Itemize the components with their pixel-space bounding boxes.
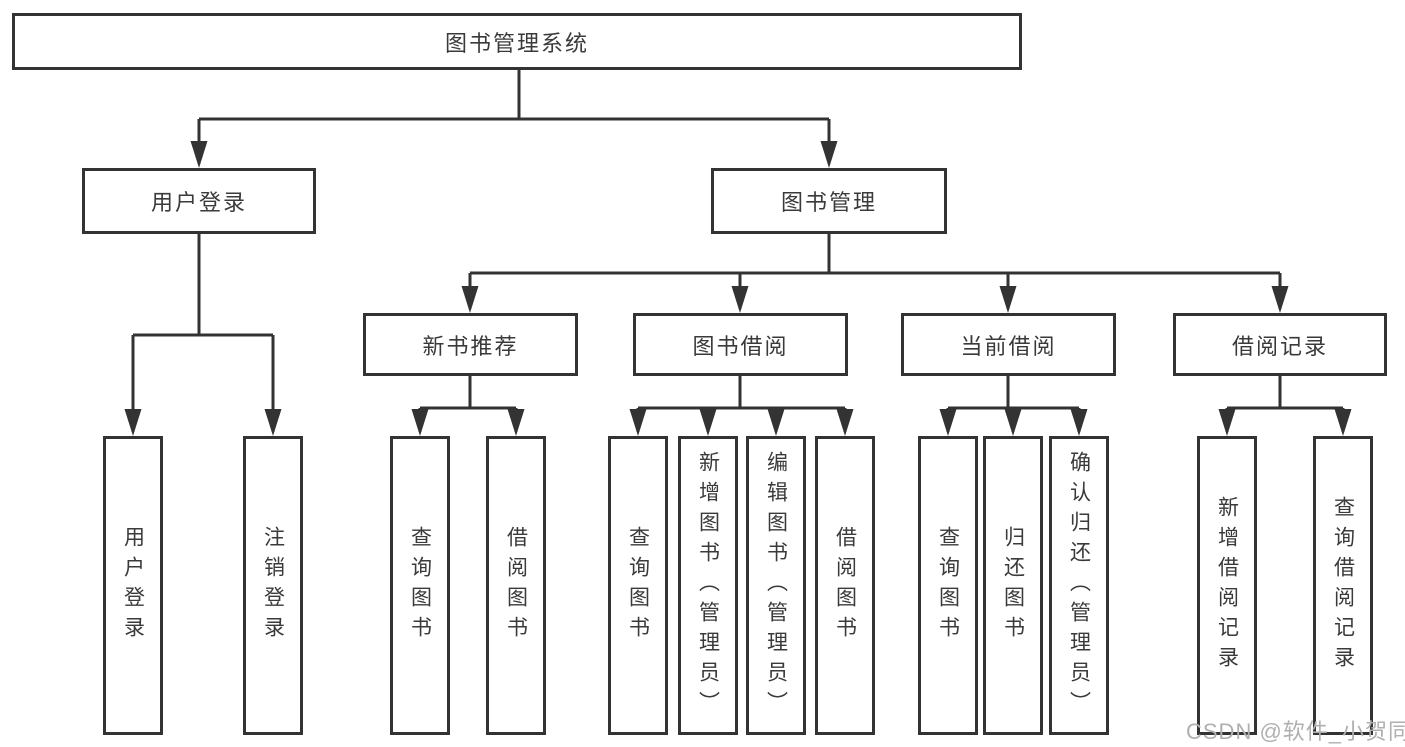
csdn-watermark: CSDN @软件_小贺同学 [1186,719,1405,744]
leaf-borrow-books-recommend: 借阅图书 [486,436,546,735]
leaf-edit-book-admin: 编辑图书（管理员） [746,436,806,735]
leaf-logout: 注销登录 [243,436,303,735]
leaf-user-login: 用户登录 [103,436,163,735]
leaf-confirm-return-admin: 确认归还（管理员） [1049,436,1109,735]
node-current-borrow: 当前借阅 [901,313,1116,376]
leaf-query-books-recommend: 查询图书 [390,436,450,735]
arrowheads [124,141,1352,436]
node-new-book-recommend: 新书推荐 [363,313,578,376]
node-library-management-system: 图书管理系统 [12,13,1022,70]
leaf-query-borrow-record: 查询借阅记录 [1313,436,1373,735]
leaf-query-books-current: 查询图书 [918,436,978,735]
leaf-borrow-books: 借阅图书 [815,436,875,735]
leaf-return-book: 归还图书 [983,436,1043,735]
leaf-add-borrow-record: 新增借阅记录 [1197,436,1257,735]
leaf-query-books-borrow: 查询图书 [608,436,668,735]
node-book-management: 图书管理 [711,168,947,234]
leaf-add-book-admin: 新增图书（管理员） [678,436,738,735]
node-book-borrow: 图书借阅 [633,313,848,376]
node-user-login: 用户登录 [82,168,316,234]
node-borrow-records: 借阅记录 [1173,313,1387,376]
